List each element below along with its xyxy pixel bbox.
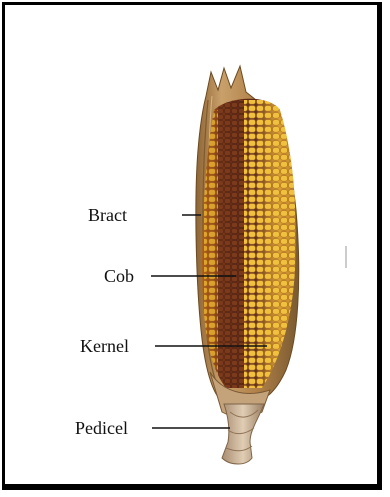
- kernel-label: Kernel: [80, 337, 129, 355]
- pedicel-label: Pedicel: [75, 419, 128, 437]
- cob-label: Cob: [104, 267, 134, 285]
- bract-label: Bract: [88, 206, 127, 224]
- pedicel-stalk: [222, 404, 264, 464]
